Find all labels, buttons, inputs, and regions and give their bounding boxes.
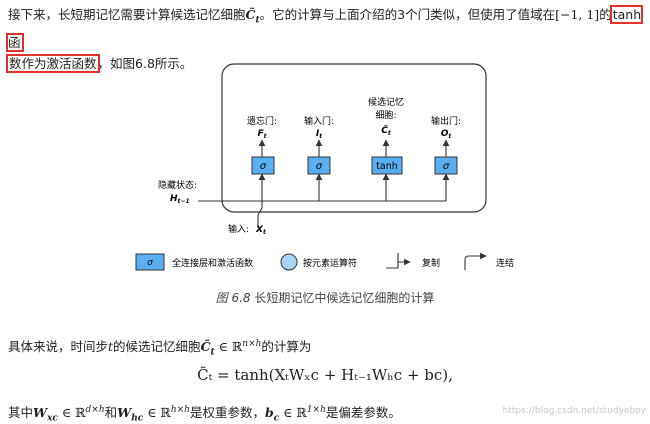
- explanation-text-1: 具体来说，时间步: [8, 339, 109, 354]
- caption-number: 图 6.8: [215, 291, 251, 305]
- input-gate-label: 输入门:: [304, 115, 334, 127]
- candidate-cell-formula: C̃ₜ = tanh(XₜWₓc + Hₜ₋₁Wₕc + bc),: [0, 366, 650, 384]
- svg-text:σ: σ: [443, 161, 450, 172]
- candidate-cell-symbol: C̃t: [245, 7, 260, 26]
- concat-icon: [464, 252, 487, 270]
- params-text-2: 和: [104, 405, 118, 420]
- hidden-state-label: 隐藏状态:: [158, 179, 197, 191]
- legend: σ 全连接层和激活函数 按元素运算符 复制 连结: [135, 252, 514, 271]
- legend-concat-label: 连结: [496, 257, 514, 269]
- svg-text:σ: σ: [316, 161, 323, 172]
- candidate-cell-label: 候选记忆: [368, 96, 404, 108]
- intro-text-2: 。它的计算与上面介绍的3个门类似，但使用了值域在: [259, 7, 556, 22]
- dimension-sup: n×h: [242, 338, 262, 349]
- timestep-symbol: t: [108, 339, 114, 354]
- real-space: ℝ: [231, 339, 243, 354]
- explanation-text-3: 的计算为: [261, 339, 312, 354]
- output-gate-box: σ: [434, 156, 458, 175]
- svg-text:σ: σ: [147, 258, 153, 268]
- intro-text-1: 接下来，长短期记忆需要计算候选记忆细胞: [8, 7, 246, 22]
- svg-text:Xt: Xt: [255, 225, 267, 236]
- svg-text:C̃t: C̃t: [381, 124, 392, 137]
- candidate-cell-box: tanh: [371, 156, 403, 175]
- highlight-activation: 数作为激活函数: [6, 53, 100, 73]
- explanation-paragraph: 具体来说，时间步t的候选记忆细胞C̃t ∈ ℝn×h的计算为: [8, 338, 312, 358]
- params-text-1: 其中: [8, 405, 34, 420]
- formula-text: C̃ₜ = tanh(XₜWₓc + Hₜ₋₁Wₕc + bc),: [197, 366, 453, 384]
- candidate-cell-symbol-2: C̃t: [200, 339, 215, 358]
- forget-gate-box: σ: [251, 156, 275, 175]
- lstm-candidate-figure: σ σ tanh σ 遗忘门: Ft 输入门: It 候选记忆 细胞: C̃t …: [135, 63, 514, 271]
- svg-text:Ht−1: Ht−1: [170, 194, 190, 205]
- caption-text: 长短期记忆中候选记忆细胞的计算: [250, 291, 435, 305]
- legend-elementwise-label: 按元素运算符: [303, 257, 357, 269]
- legend-elementwise-circle: [280, 253, 298, 271]
- output-gate-label: 输出门:: [431, 115, 461, 127]
- watermark: https://blog.csdn.net/studyeboy: [502, 406, 646, 416]
- weight-hc: Whc: [117, 405, 144, 424]
- intro-text-4: ，如图6.8所示。: [97, 55, 193, 71]
- intro-paragraph: 接下来，长短期记忆需要计算候选记忆细胞C̃t。它的计算与上面介绍的3个门类似，但…: [5, 4, 648, 74]
- legend-fc-label: 全连接层和激活函数: [172, 257, 253, 269]
- svg-text:σ: σ: [260, 161, 267, 172]
- svg-text:Ot: Ot: [441, 129, 453, 140]
- params-paragraph: 其中Wxc ∈ ℝd×h和Whc ∈ ℝh×h是权重参数，bc ∈ ℝ1×h是偏…: [8, 404, 401, 424]
- figure-caption: 图 6.8 长短期记忆中候选记忆细胞的计算: [0, 289, 650, 306]
- svg-text:细胞:: 细胞:: [375, 109, 396, 121]
- input-label: 输入:: [228, 223, 249, 235]
- input-line: [257, 201, 263, 228]
- weight-xc: Wxc: [33, 405, 58, 424]
- bias-c: bc: [264, 405, 280, 424]
- input-gate-box: σ: [307, 156, 331, 175]
- lstm-cell-frame: [221, 63, 487, 213]
- svg-text:It: It: [316, 129, 323, 140]
- value-range: [−1, 1]: [555, 7, 600, 22]
- legend-fc-box: [135, 253, 165, 271]
- explanation-text-2: 的候选记忆细胞: [113, 339, 201, 354]
- copy-icon: [386, 253, 410, 268]
- svg-text:tanh: tanh: [376, 161, 398, 172]
- params-text-3: 是权重参数，: [189, 405, 265, 420]
- params-text-4: 是偏差参数。: [325, 405, 401, 420]
- highlight-tanh: tanh函: [5, 5, 644, 52]
- svg-text:Ft: Ft: [257, 129, 267, 140]
- forget-gate-label: 遗忘门:: [247, 115, 277, 127]
- legend-copy-label: 复制: [422, 257, 440, 269]
- intro-text-3: 的: [599, 7, 612, 22]
